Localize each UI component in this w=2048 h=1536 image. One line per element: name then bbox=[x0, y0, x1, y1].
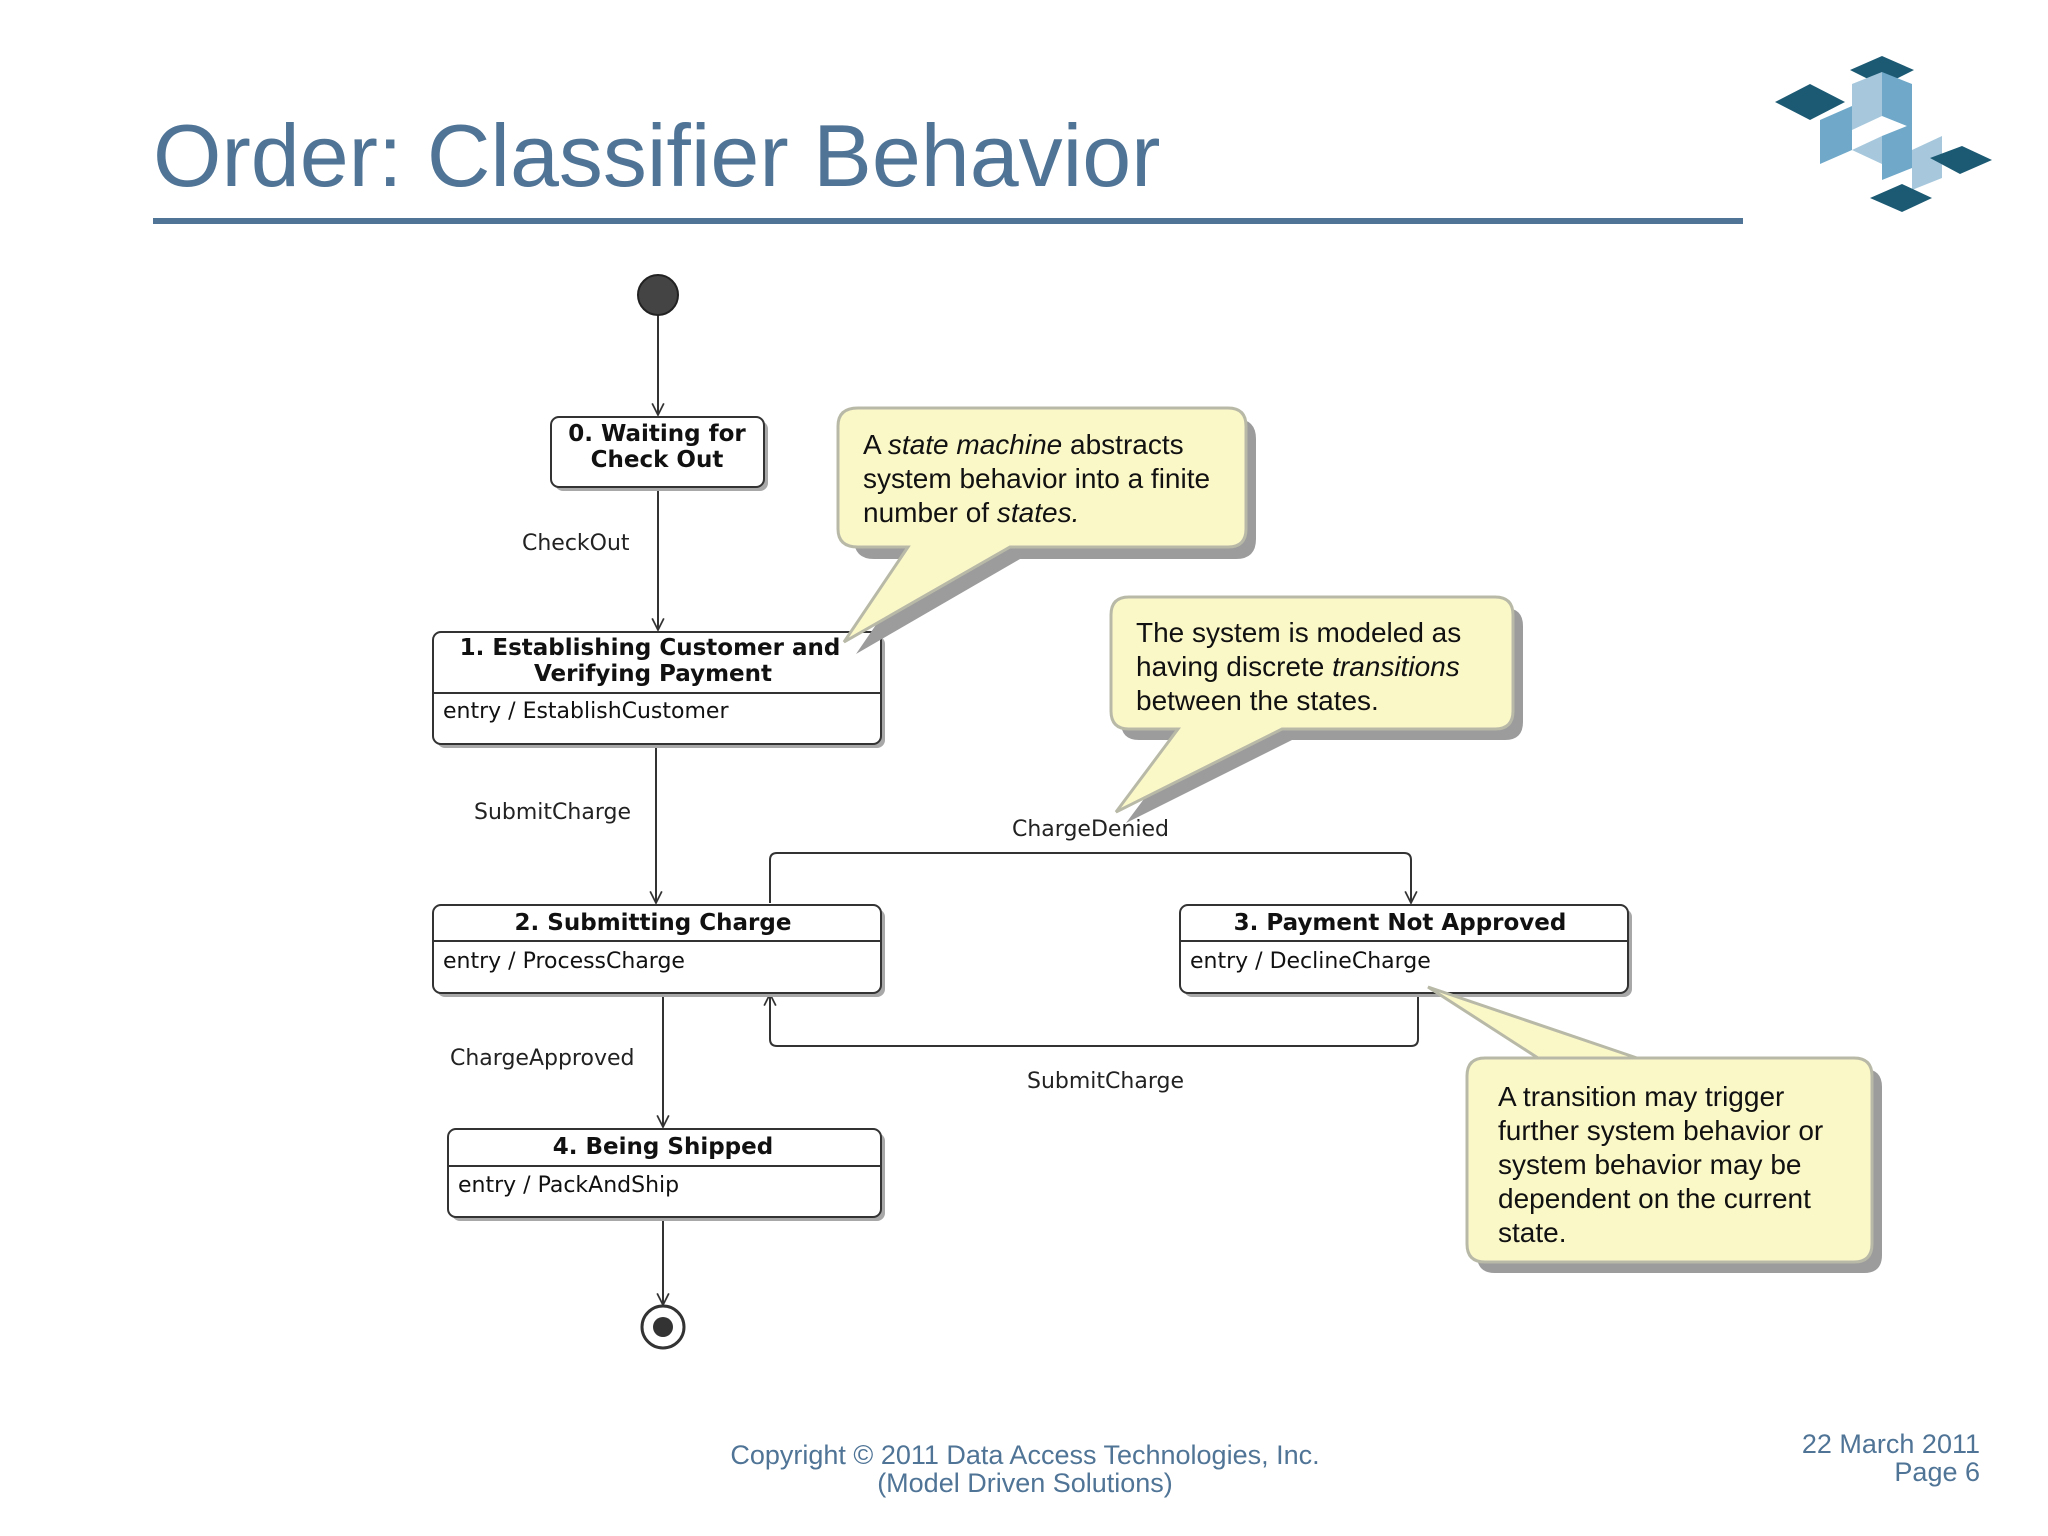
callout-3-line-2: further system behavior or bbox=[1498, 1115, 1823, 1146]
initial-state bbox=[637, 274, 679, 316]
callout-3-line-3: system behavior may be bbox=[1498, 1149, 1801, 1180]
state-2-submitting-charge: 2. Submitting Charge entry / ProcessChar… bbox=[432, 904, 882, 994]
state-1-name-line-2: Verifying Payment bbox=[534, 661, 772, 687]
state-2-entry: entry / ProcessCharge bbox=[443, 949, 685, 974]
transition-label-chargeapproved: ChargeApproved bbox=[450, 1046, 634, 1071]
state-1-entry: entry / EstablishCustomer bbox=[443, 699, 729, 724]
state-3-payment-not-approved: 3. Payment Not Approved entry / DeclineC… bbox=[1179, 904, 1629, 994]
copyright-text: Copyright © 2011 Data Access Technologie… bbox=[730, 1440, 1320, 1470]
callout-3-line-4: dependent on the current bbox=[1498, 1183, 1811, 1214]
footer-date-page: 22 March 2011 Page 6 bbox=[1802, 1430, 1980, 1486]
transitions bbox=[656, 310, 1419, 1305]
callout-state-machine: A state machine abstracts system behavio… bbox=[836, 406, 1256, 654]
transition-label-checkout: CheckOut bbox=[522, 531, 630, 556]
final-state bbox=[640, 1304, 686, 1350]
transition-label-chargedenied: ChargeDenied bbox=[1012, 817, 1169, 842]
state-2-name: 2. Submitting Charge bbox=[515, 910, 792, 936]
state-3-entry: entry / DeclineCharge bbox=[1190, 949, 1431, 974]
state-0-name-line-1: 0. Waiting for bbox=[568, 421, 746, 447]
transition-label-submitcharge: SubmitCharge bbox=[474, 800, 631, 825]
callout-1-line-3: number of states. bbox=[863, 497, 1079, 528]
state-1-name-line-1: 1. Establishing Customer and bbox=[460, 635, 841, 661]
footer-copyright: Copyright © 2011 Data Access Technologie… bbox=[650, 1441, 1400, 1497]
callout-2-line-2: having discrete transitions bbox=[1136, 651, 1460, 682]
transition-chargedenied bbox=[769, 852, 1411, 903]
state-4-name: 4. Being Shipped bbox=[553, 1134, 773, 1160]
callout-3-line-5: state. bbox=[1498, 1217, 1566, 1248]
slide-title: Order: Classifier Behavior bbox=[153, 106, 1161, 205]
title-underline bbox=[153, 218, 1743, 224]
callout-transition-triggers: A transition may trigger further system … bbox=[1427, 985, 1882, 1273]
state-3-name: 3. Payment Not Approved bbox=[1234, 910, 1567, 936]
state-4-entry: entry / PackAndShip bbox=[458, 1173, 679, 1198]
transition-label-submitcharge-return: SubmitCharge bbox=[1027, 1069, 1184, 1094]
transition-submitcharge-2 bbox=[770, 994, 1419, 1047]
company-logo bbox=[1775, 56, 1992, 212]
callout-2-line-3: between the states. bbox=[1136, 685, 1379, 716]
state-4-being-shipped: 4. Being Shipped entry / PackAndShip bbox=[447, 1128, 882, 1218]
state-0-waiting-for-checkout: 0. Waiting for Check Out bbox=[550, 416, 765, 488]
callout-2-line-1: The system is modeled as bbox=[1136, 617, 1461, 648]
company-text: (Model Driven Solutions) bbox=[877, 1468, 1173, 1498]
callout-3-line-1: A transition may trigger bbox=[1498, 1081, 1784, 1112]
state-1-establishing-customer: 1. Establishing Customer and Verifying P… bbox=[432, 631, 882, 745]
date-text: 22 March 2011 bbox=[1801, 1429, 1980, 1459]
state-0-name-line-2: Check Out bbox=[591, 447, 724, 473]
callout-1-line-2: system behavior into a finite bbox=[863, 463, 1210, 494]
page-number: Page 6 bbox=[1894, 1457, 1980, 1487]
callout-1-line-1: A state machine abstracts bbox=[863, 429, 1184, 460]
callout-transitions: The system is modeled as having discrete… bbox=[1109, 595, 1523, 823]
